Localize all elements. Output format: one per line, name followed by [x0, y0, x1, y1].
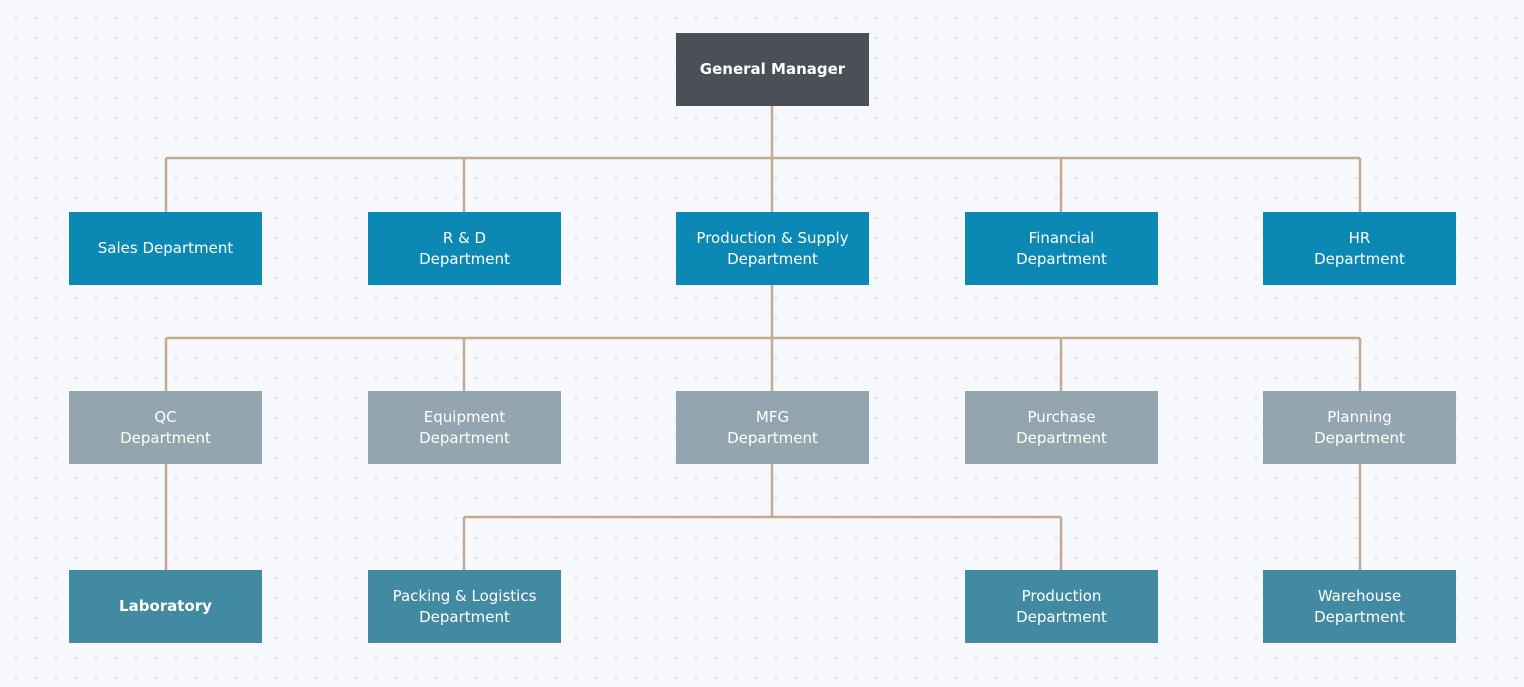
equipment-department-label-line1: Equipment [423, 407, 506, 426]
packing-logistics-label-line2: Department [419, 607, 510, 626]
purchase-department-label-line1: Purchase [1027, 407, 1096, 426]
production-supply-label-line2: Department [727, 249, 818, 268]
sales-department-label: Sales Department [97, 239, 234, 257]
laboratory-node[interactable]: Laboratory [69, 570, 262, 643]
rnd-department-label-line1: R & D [442, 228, 487, 247]
packing-logistics-label-line1: Packing & Logistics [392, 586, 537, 605]
production-supply-label-line1: Production & Supply [696, 228, 849, 247]
sales-department-node[interactable]: Sales Department [69, 212, 262, 285]
warehouse-department-label-line2: Department [1314, 607, 1405, 626]
hr-department-label-line1: HR [1348, 228, 1371, 247]
hr-department-node[interactable]: HR Department [1263, 212, 1456, 285]
planning-department-label-line1: Planning [1327, 407, 1392, 426]
general-manager-label: General Manager [699, 60, 846, 78]
production-department-label-line1: Production [1021, 586, 1102, 605]
production-department-label-line2: Department [1016, 607, 1107, 626]
planning-department-label-line2: Department [1314, 428, 1405, 447]
mfg-department-node[interactable]: MFG Department [676, 391, 869, 464]
rnd-department-node[interactable]: R & D Department [368, 212, 561, 285]
qc-department-label-line1: QC [154, 407, 177, 426]
financial-department-label-line2: Department [1016, 249, 1107, 268]
financial-department-node[interactable]: Financial Department [965, 212, 1158, 285]
production-department-node[interactable]: Production Department [965, 570, 1158, 643]
hr-department-label-line2: Department [1314, 249, 1405, 268]
qc-department-node[interactable]: QC Department [69, 391, 262, 464]
warehouse-department-label-line1: Warehouse [1317, 586, 1402, 605]
planning-department-node[interactable]: Planning Department [1263, 391, 1456, 464]
production-supply-department-node[interactable]: Production & Supply Department [676, 212, 869, 285]
financial-department-label-line1: Financial [1028, 228, 1095, 247]
qc-department-label-line2: Department [120, 428, 211, 447]
purchase-department-node[interactable]: Purchase Department [965, 391, 1158, 464]
mfg-department-label-line2: Department [727, 428, 818, 447]
mfg-department-label-line1: MFG [755, 407, 790, 426]
purchase-department-label-line2: Department [1016, 428, 1107, 447]
equipment-department-node[interactable]: Equipment Department [368, 391, 561, 464]
packing-logistics-department-node[interactable]: Packing & Logistics Department [368, 570, 561, 643]
equipment-department-label-line2: Department [419, 428, 510, 447]
warehouse-department-node[interactable]: Warehouse Department [1263, 570, 1456, 643]
general-manager-node[interactable]: General Manager [676, 33, 869, 106]
laboratory-label: Laboratory [119, 597, 212, 615]
rnd-department-label-line2: Department [419, 249, 510, 268]
